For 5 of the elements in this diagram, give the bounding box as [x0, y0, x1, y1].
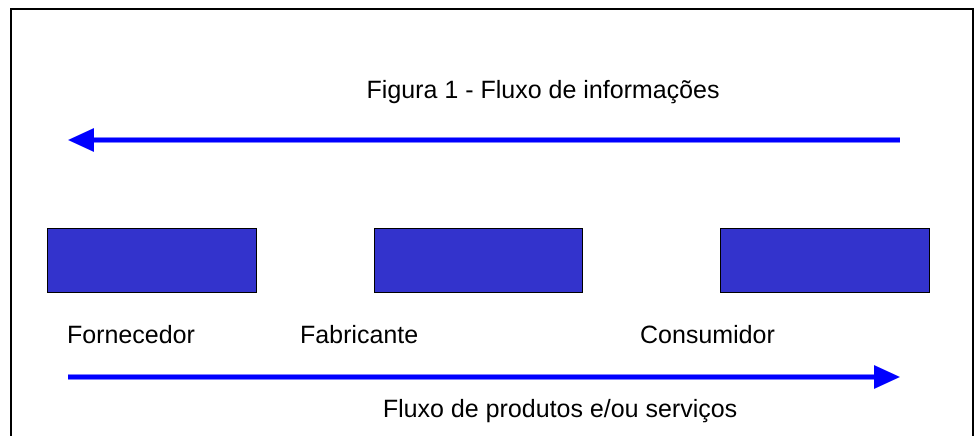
node-label: Consumidor — [640, 321, 775, 350]
node-label: Fornecedor — [67, 321, 195, 350]
caption-text: Fluxo de produtos e/ou serviços — [382, 395, 738, 424]
node-label: Fabricante — [300, 321, 418, 350]
caption-text: Figura 1 - Fluxo de informações — [366, 76, 720, 105]
